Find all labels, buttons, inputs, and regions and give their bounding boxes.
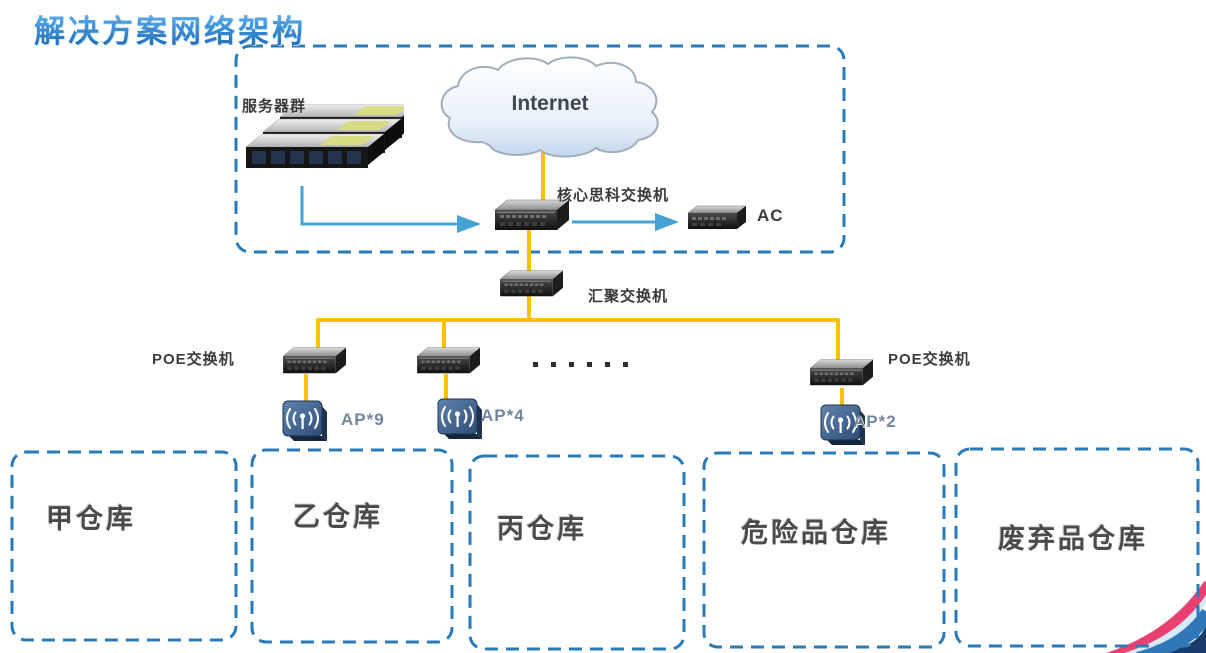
poe-switch-right-icon xyxy=(809,359,873,386)
poe-switch-right-label: POE交换机 xyxy=(888,351,971,368)
more-devices-ellipsis xyxy=(533,354,641,372)
page-title: 解决方案网络架构 xyxy=(34,6,306,51)
ac-label: AC xyxy=(757,206,784,225)
warehouse-a-box xyxy=(10,450,238,642)
poe-switch-left-icon xyxy=(282,347,346,374)
hazard-warehouse-box xyxy=(702,451,946,649)
warehouse-b-box xyxy=(250,448,454,644)
server-group-label: 服务器群 xyxy=(242,98,307,115)
yellow-cables xyxy=(304,150,844,406)
cable-distribution-bus xyxy=(316,318,840,360)
ap-left-label: AP*9 xyxy=(341,410,385,429)
ap-left-icon xyxy=(282,400,327,441)
poe-switch-left-label: POE交换机 xyxy=(152,351,235,368)
warehouse-c-box xyxy=(468,454,686,651)
core-switch-icon xyxy=(494,199,569,230)
server-unit xyxy=(246,133,385,168)
blue-cables xyxy=(300,186,679,233)
core-switch-label: 核心思科交换机 xyxy=(557,187,670,204)
core-zone-box xyxy=(234,44,846,254)
aggregation-switch-icon xyxy=(499,270,563,297)
ac-device-icon xyxy=(687,205,746,229)
internet-cloud-icon: Internet xyxy=(440,56,659,158)
ap-middle-icon xyxy=(437,398,482,439)
poe-switch-middle-icon xyxy=(416,347,480,374)
warehouse-a-label: 甲仓库 xyxy=(46,504,136,534)
aggregation-switch-label: 汇聚交换机 xyxy=(588,288,669,305)
waste-warehouse-label: 废弃品仓库 xyxy=(998,524,1148,554)
warehouse-b-label: 乙仓库 xyxy=(293,502,383,532)
warehouse-c-label: 丙仓库 xyxy=(497,514,587,544)
hazard-warehouse-label: 危险品仓库 xyxy=(741,518,891,548)
ap-middle-label: AP*4 xyxy=(481,406,525,425)
waste-warehouse-box xyxy=(954,447,1200,648)
internet-label: Internet xyxy=(511,92,588,115)
ap-right-label: AP*2 xyxy=(853,412,897,431)
cable-servers-core xyxy=(300,186,481,233)
ap-right-icon xyxy=(820,404,865,445)
server-stack-icon xyxy=(246,104,404,168)
